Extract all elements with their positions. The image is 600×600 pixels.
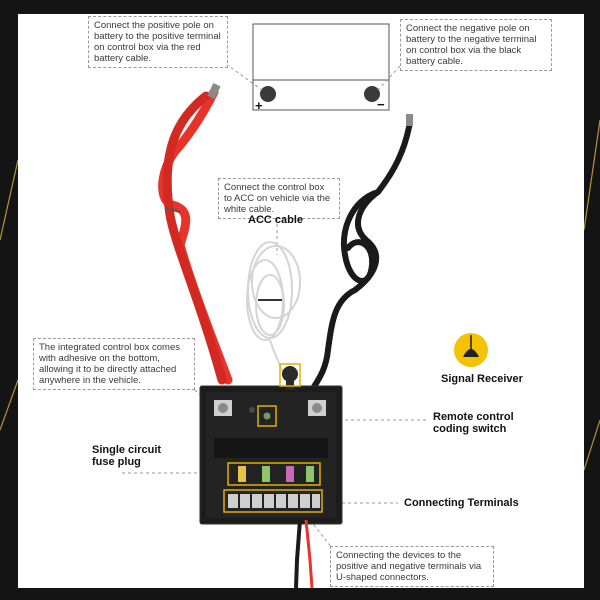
remote-switch-label: Remote control coding switch — [433, 411, 514, 435]
signal-receiver-label: Signal Receiver — [441, 373, 523, 385]
coding-switch-highlight — [257, 405, 277, 427]
negative-pole — [364, 86, 380, 102]
acc-cable-label: ACC cable — [248, 214, 304, 226]
acc-callout: Connect the control box to ACC on vehicl… — [218, 178, 340, 219]
control-box-callout: The integrated control box comes with ad… — [33, 338, 195, 390]
output-wires — [294, 519, 314, 589]
signal-receiver-icon — [454, 333, 488, 367]
battery — [252, 23, 390, 111]
receiver-highlight — [279, 363, 301, 387]
positive-pole — [260, 86, 276, 102]
control-box — [199, 363, 343, 525]
connecting-terminals-label: Connecting Terminals — [404, 497, 519, 509]
negative-symbol: − — [377, 97, 385, 112]
positive-symbol: + — [255, 98, 263, 113]
positive-callout: Connect the positive pole on battery to … — [88, 16, 228, 68]
black-battery-cable — [309, 114, 413, 393]
red-battery-cable — [158, 82, 233, 385]
negative-callout: Connect the negative pole on battery to … — [400, 19, 552, 71]
fuse-highlight — [227, 462, 321, 486]
fuse-plug-label: Single circuit fuse plug — [92, 444, 162, 468]
devices-callout: Connecting the devices to the positive a… — [330, 546, 494, 587]
terminal-screws — [228, 494, 320, 508]
terminal-highlight — [223, 489, 323, 513]
